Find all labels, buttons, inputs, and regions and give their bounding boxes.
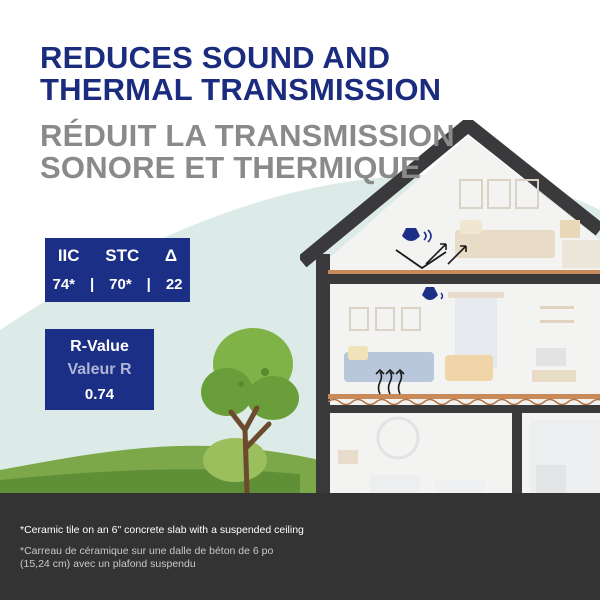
- rating-separator: |: [89, 276, 95, 293]
- rating-value-delta: 22: [165, 276, 183, 293]
- sound-speaker-icon: [422, 287, 444, 300]
- headline-fr-line1: RÉDUIT LA TRANSMISSION: [40, 118, 455, 153]
- footnote-french: *Carreau de céramique sur une dalle de b…: [20, 545, 274, 570]
- rating-value-iic: 74*: [52, 276, 76, 293]
- ratings-box: IIC STC Δ 74* | 70* | 22: [45, 238, 190, 302]
- tree-illustration: [201, 328, 299, 495]
- headline-en-line1: REDUCES SOUND AND: [40, 40, 391, 75]
- footnote-panel: *Ceramic tile on an 6" concrete slab wit…: [0, 493, 600, 600]
- rating-header-iic: IIC: [57, 246, 80, 265]
- heat-rise-arrows-icon: [375, 368, 405, 395]
- sound-reflect-arrows-icon: [395, 228, 467, 270]
- rating-header-delta: Δ: [164, 246, 178, 265]
- r-value-number: 0.74: [84, 386, 115, 403]
- rating-header-stc: STC: [105, 246, 140, 265]
- headline-french: RÉDUIT LA TRANSMISSION SONORE ET THERMIQ…: [40, 120, 455, 184]
- ratings-headers: IIC STC Δ: [45, 246, 190, 266]
- r-value-box: R-Value Valeur R 0.74: [45, 329, 154, 410]
- ratings-values: 74* | 70* | 22: [45, 276, 190, 293]
- rating-separator: |: [146, 276, 151, 293]
- footnote-english: *Ceramic tile on an 6" concrete slab wit…: [20, 524, 304, 536]
- r-value-label-en: R-Value: [70, 338, 129, 355]
- headline-en-line2: THERMAL TRANSMISSION: [40, 72, 442, 107]
- headline-fr-line2: SONORE ET THERMIQUE: [40, 150, 421, 185]
- headline-english: REDUCES SOUND AND THERMAL TRANSMISSION: [40, 42, 441, 106]
- r-value-label-fr: Valeur R: [67, 361, 132, 378]
- house-illustration: [300, 120, 600, 520]
- rating-value-stc: 70*: [109, 276, 132, 293]
